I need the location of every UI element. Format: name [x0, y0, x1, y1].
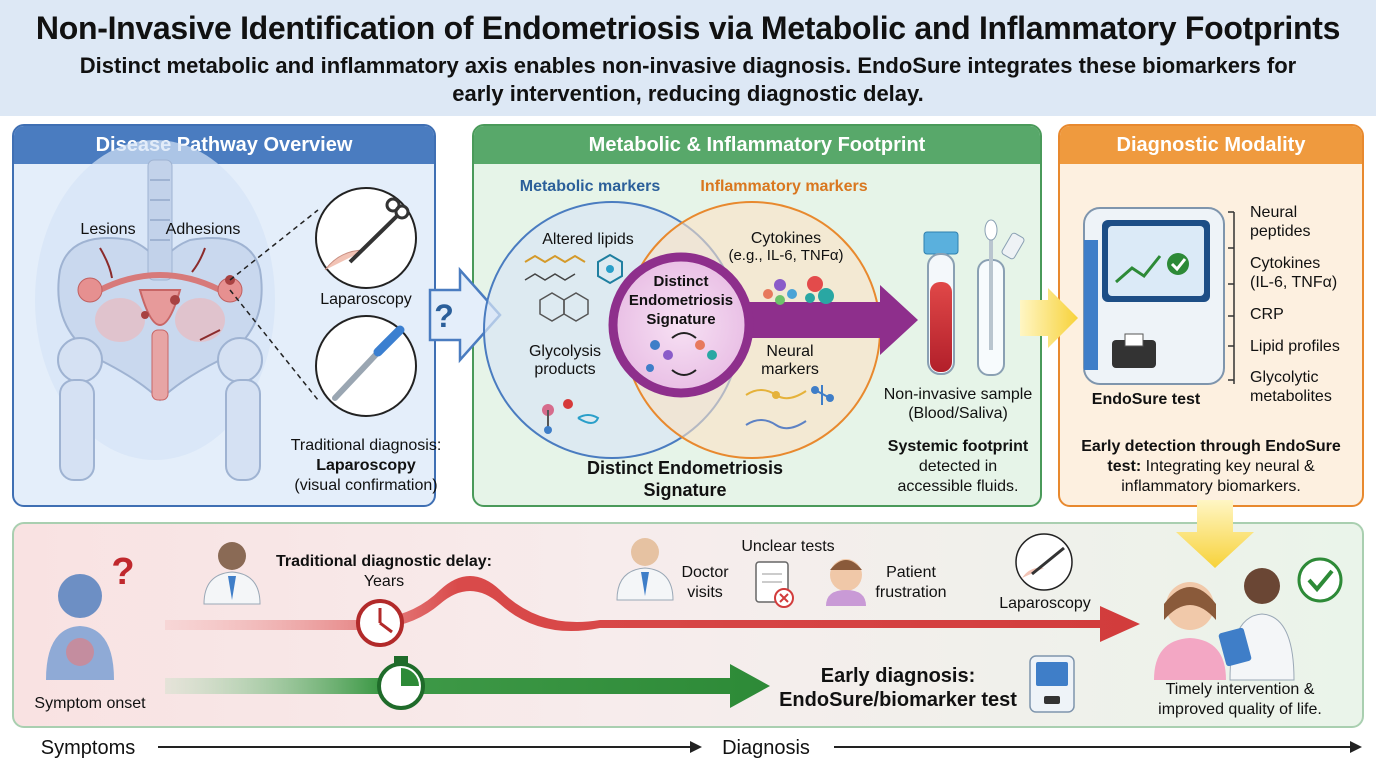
early-detection-integrating: Integrating key neural & [1141, 458, 1315, 475]
label-systemic-2: detected in [918, 458, 998, 475]
label-laparoscopy: Laparoscopy [320, 291, 412, 308]
label-cytokines-1: Cytokines [750, 230, 822, 247]
label-glycolysis-2: products [534, 361, 596, 378]
label-timely-2: improved quality of life. [1158, 701, 1322, 718]
biomarker-glycolytic-1: Glycolytic [1250, 369, 1319, 386]
page-title: Non-Invasive Identification of Endometri… [35, 10, 1341, 46]
biomarker-lipid-profiles: Lipid profiles [1250, 338, 1340, 355]
trad-diagnosis-line2: Laparoscopy [316, 457, 416, 474]
axis-arrowhead [690, 741, 702, 753]
panel-footprint-title: Metabolic & Inflammatory Footprint [474, 126, 1040, 164]
label-inflammatory-markers: Inflammatory markers [700, 178, 868, 195]
biomarker-crp: CRP [1250, 306, 1284, 323]
label-unclear-tests: Unclear tests [741, 538, 835, 555]
center-signature-1: Distinct [653, 273, 709, 290]
early-detection-line3: inflammatory biomarkers. [1121, 478, 1301, 495]
axis-arrowhead [1350, 741, 1362, 753]
biomarker-neural-1: Neural [1250, 204, 1298, 221]
axis-label-diagnosis: Diagnosis [722, 737, 810, 759]
label-altered-lipids: Altered lipids [542, 231, 634, 248]
trad-diagnosis-line1: Traditional diagnosis: [290, 437, 442, 454]
label-patient-2: frustration [875, 584, 947, 601]
biomarker-glycolytic-2: metabolites [1250, 388, 1332, 405]
label-delay-1: Traditional diagnostic delay: [275, 553, 493, 570]
center-signature-3: Signature [646, 311, 716, 328]
label-metabolic-markers: Metabolic markers [519, 178, 661, 195]
bottom-signature-2: Signature [643, 480, 727, 500]
label-cytokines-2: (e.g., IL-6, TNFα) [728, 247, 844, 264]
label-doctor-1: Doctor [681, 564, 729, 581]
label-systemic-1: Systemic footprint [887, 438, 1029, 455]
bottom-signature-1: Distinct Endometriosis [586, 458, 784, 478]
label-sample-2: (Blood/Saliva) [908, 405, 1008, 422]
early-detection-line2: test: Integrating key neural & [1066, 457, 1356, 477]
question-mark: ? [434, 298, 454, 334]
label-systemic-3: accessible fluids. [897, 478, 1019, 495]
label-doctor-2: visits [687, 584, 723, 601]
label-adhesions: Adhesions [165, 221, 241, 238]
panel-modality-title: Diagnostic Modality [1060, 126, 1362, 164]
early-detection-test-word: test: [1107, 458, 1142, 475]
timeline-question-mark: ? [111, 551, 135, 593]
biomarker-neural-2: peptides [1250, 223, 1311, 240]
label-glycolysis-1: Glycolysis [528, 343, 601, 360]
header-banner: Non-Invasive Identification of Endometri… [0, 0, 1376, 116]
label-symptom-onset: Symptom onset [34, 695, 146, 712]
label-patient-1: Patient [886, 564, 936, 581]
label-neural-2: markers [761, 361, 819, 378]
label-delay-2: Years [363, 573, 405, 590]
label-timely-1: Timely intervention & [1165, 681, 1315, 698]
label-neural-1: Neural [766, 343, 814, 360]
early-detection-line1: Early detection through EndoSure [1081, 438, 1341, 455]
label-lesions: Lesions [80, 221, 136, 238]
page-subtitle: Distinct metabolic and inflammatory axis… [79, 53, 1297, 106]
label-timeline-laparoscopy: Laparoscopy [999, 595, 1091, 612]
label-early-diagnosis-1: Early diagnosis: [820, 665, 976, 687]
label-early-diagnosis-2: EndoSure/biomarker test [779, 689, 1017, 711]
axis-label-symptoms: Symptoms [40, 737, 136, 759]
trad-diagnosis-line3: (visual confirmation) [294, 477, 438, 494]
biomarker-cytokines-1: Cytokines [1250, 255, 1321, 272]
label-endosure-test: EndoSure test [1091, 391, 1201, 408]
panel-disease-pathway-title: Disease Pathway Overview [14, 126, 434, 164]
biomarker-cytokines-2: (IL-6, TNFα) [1250, 274, 1338, 291]
label-sample-1: Non-invasive sample [883, 386, 1033, 403]
center-signature-2: Endometriosis [628, 292, 734, 309]
